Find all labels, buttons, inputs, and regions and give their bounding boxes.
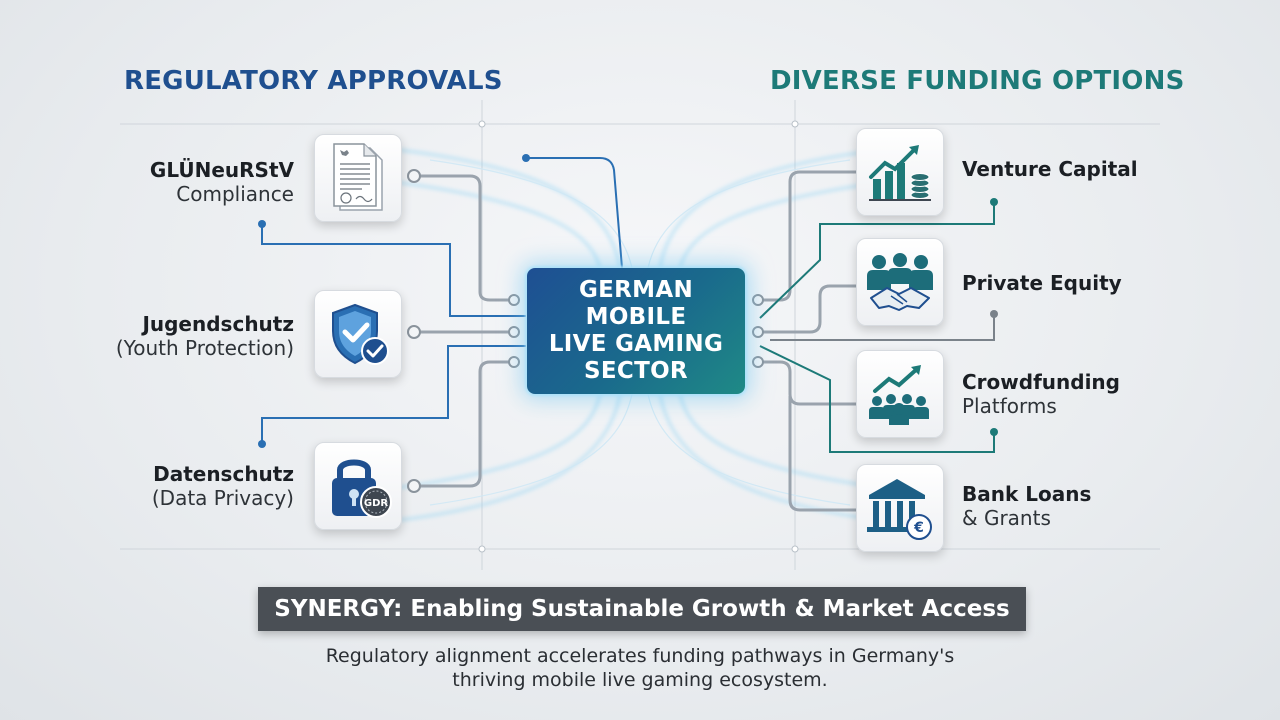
left-wires [414, 174, 514, 488]
funding-item-title: Venture Capital [962, 157, 1138, 181]
synergy-text: SYNERGY: Enabling Sustainable Growth & M… [274, 596, 1010, 622]
shield-check-icon [332, 303, 389, 365]
guide-lines [120, 100, 1160, 570]
private-equity-tile [856, 238, 944, 326]
funding-item-title: Crowdfunding [962, 370, 1120, 394]
summary-caption: Regulatory alignment accelerates funding… [240, 644, 1040, 692]
regulatory-item-title: Jugendschutz [142, 312, 294, 336]
gdpr-badge-text: GDR [364, 498, 389, 509]
crowd-growth-icon [869, 365, 929, 425]
funding-item-venture-capital: Venture Capital [962, 157, 1138, 181]
right-accent-wires [759, 202, 995, 453]
youth-protection-tile [314, 290, 402, 378]
venture-capital-tile [856, 128, 944, 216]
compliance-document-tile [314, 134, 402, 222]
regulatory-item-subtitle: (Data Privacy) [151, 486, 294, 510]
regulatory-item-subtitle: (Youth Protection) [115, 336, 294, 360]
synergy-banner: SYNERGY: Enabling Sustainable Growth & M… [258, 587, 1026, 631]
funding-item-title: Private Equity [962, 271, 1122, 295]
data-privacy-tile: GDR [314, 442, 402, 530]
center-line: LIVE GAMING [548, 331, 724, 357]
funding-item-private-equity: Private Equity [962, 271, 1122, 295]
document-icon [333, 143, 383, 211]
padlock-gdpr-icon: GDR [332, 459, 392, 518]
funding-item-subtitle: & Grants [962, 506, 1051, 530]
funding-options-title: DIVERSE FUNDING OPTIONS [770, 66, 1185, 96]
euro-badge-text: € [913, 520, 924, 536]
center-line: GERMAN [578, 277, 694, 303]
crowdfunding-tile [856, 350, 944, 438]
caption-line: thriving mobile live gaming ecosystem. [452, 669, 828, 691]
regulatory-item-title: Datenschutz [153, 462, 294, 486]
regulatory-approvals-title: REGULATORY APPROVALS [124, 66, 503, 96]
regulatory-item-subtitle: Compliance [176, 182, 294, 206]
regulatory-item-datenschutz: Datenschutz (Data Privacy) [34, 462, 294, 510]
regulatory-item-title: GLÜNeuRStV [149, 158, 294, 182]
funding-item-subtitle: Platforms [962, 394, 1057, 418]
handshake-icon [867, 253, 933, 311]
regulatory-item-gluneurstv: GLÜNeuRStV Compliance [34, 158, 294, 206]
funding-item-bank-loans: Bank Loans & Grants [962, 482, 1091, 530]
funding-item-title: Bank Loans [962, 482, 1092, 506]
growth-chart-icon [869, 145, 931, 201]
left-blue-wires [261, 157, 623, 444]
center-line: SECTOR [584, 358, 688, 384]
bank-loans-tile: € [856, 464, 944, 552]
regulatory-item-jugendschutz: Jugendschutz (Youth Protection) [34, 312, 294, 360]
caption-line: Regulatory alignment accelerates funding… [325, 645, 955, 667]
funding-item-crowdfunding: Crowdfunding Platforms [962, 370, 1120, 418]
bank-euro-icon: € [867, 479, 932, 540]
center-line: MOBILE [585, 304, 687, 330]
central-sector-box: GERMAN MOBILE LIVE GAMING SECTOR [527, 268, 745, 394]
right-wires [758, 170, 866, 512]
